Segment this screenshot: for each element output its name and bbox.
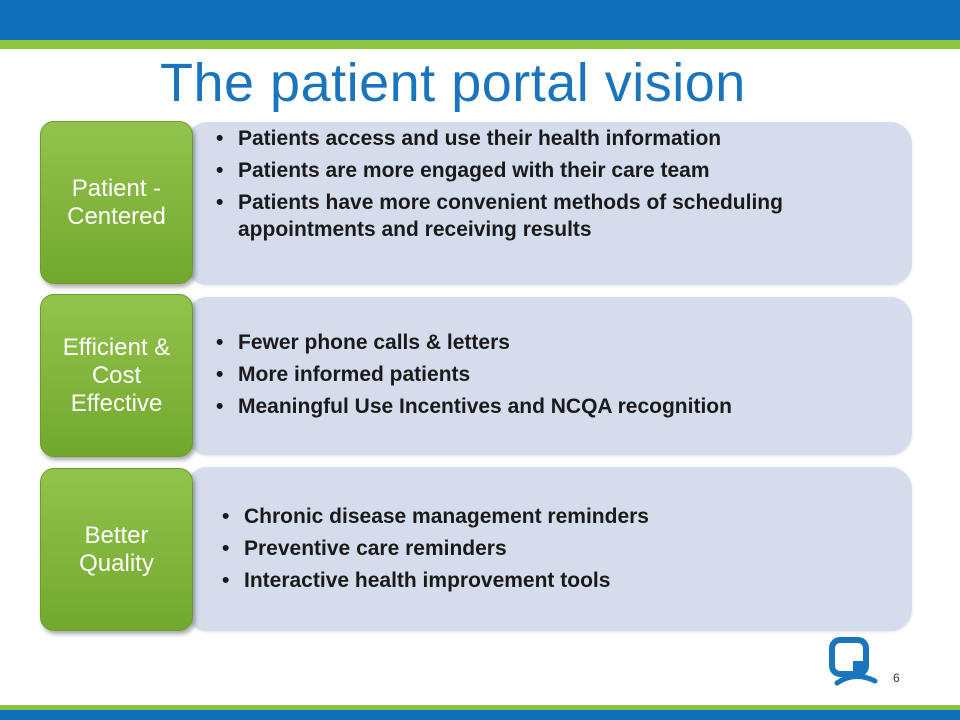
row-label-tile-better-quality: Better Quality — [40, 468, 193, 631]
row-label-tile-efficient: Efficient & Cost Effective — [40, 294, 193, 457]
list-item: Preventive care reminders — [218, 535, 908, 563]
list-item: Patients access and use their health inf… — [212, 125, 902, 153]
organization-logo-icon — [829, 637, 881, 689]
list-item: Chronic disease management reminders — [218, 503, 908, 531]
list-item: More informed patients — [212, 361, 902, 389]
bullet-list: Chronic disease management reminders Pre… — [218, 503, 908, 595]
list-item: Patients are more engaged with their car… — [212, 157, 902, 185]
footer-bar — [0, 710, 960, 720]
slide-title: The patient portal vision — [160, 53, 746, 113]
page-number: 6 — [893, 671, 900, 685]
bullet-list: Patients access and use their health inf… — [212, 125, 902, 243]
row-label: Better Quality — [79, 521, 154, 577]
list-item: Meaningful Use Incentives and NCQA recog… — [212, 393, 902, 421]
row-panel-patient-centered: Patients access and use their health inf… — [186, 122, 912, 285]
row-panel-better-quality: Chronic disease management reminders Pre… — [186, 467, 912, 631]
list-item: Fewer phone calls & letters — [212, 329, 902, 357]
header-accent-stripe — [0, 40, 960, 49]
footer-accent-stripe — [0, 705, 960, 710]
bullet-list: Fewer phone calls & letters More informe… — [212, 329, 902, 421]
row-panel-efficient: Fewer phone calls & letters More informe… — [186, 297, 912, 455]
row-label: Patient - Centered — [67, 174, 166, 230]
header-bar — [0, 0, 960, 40]
list-item: Patients have more convenient methods of… — [212, 189, 902, 243]
row-label: Efficient & Cost Effective — [62, 333, 171, 417]
list-item: Interactive health improvement tools — [218, 567, 908, 595]
row-label-tile-patient-centered: Patient - Centered — [40, 121, 193, 284]
